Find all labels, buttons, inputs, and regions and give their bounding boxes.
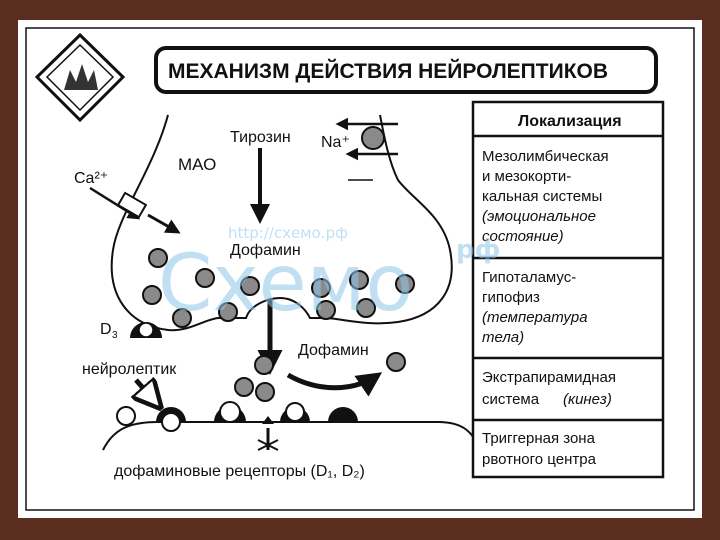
row2-line1: Гипоталамус- [482, 269, 576, 286]
presynaptic-terminal [110, 114, 453, 332]
row3-italic: (кинез) [563, 391, 612, 408]
dopamine-inner-label: Дофамин [230, 242, 301, 259]
row3-line2: система [482, 391, 540, 408]
row1-line3: кальная системы [482, 188, 602, 205]
row1-line1: Мезолимбическая [482, 148, 609, 165]
mao-label: МАО [178, 155, 216, 174]
sodium-channel [361, 126, 385, 150]
free-receptor [116, 406, 136, 426]
table-header: Локализация [518, 113, 622, 130]
page-title: МЕХАНИЗМ ДЕЙСТВИЯ НЕЙРОЛЕПТИКОВ [168, 59, 608, 83]
dopamine-cleft-label: Дофамин [298, 342, 369, 359]
diagram-canvas: МЕХАНИЗМ ДЕЙСТВИЯ НЕЙРОЛЕПТИКОВ [25, 27, 695, 511]
watermark-url: http://схемо.рф [228, 224, 348, 242]
d3-subscript: 3 [112, 330, 118, 341]
row3-line1: Экстрапирамидная [482, 369, 616, 386]
d3-label: D [100, 321, 112, 338]
receptor-group [156, 401, 358, 432]
watermark-suffix: рф [456, 235, 500, 265]
localization-table [471, 100, 665, 479]
neuroleptic-label: нейролептик [82, 361, 177, 378]
row2-italic2: тела) [482, 329, 524, 346]
neuroleptic-arrow [136, 380, 158, 405]
postsynaptic-membrane [102, 421, 481, 451]
sodium-label: Na⁺ [321, 134, 350, 151]
slide: МЕХАНИЗМ ДЕЙСТВИЯ НЕЙРОЛЕПТИКОВ [18, 20, 702, 518]
row1-italic2: состояние) [482, 228, 564, 245]
row1-line2: и мезокорти- [482, 168, 571, 185]
title-box [154, 46, 658, 94]
row4-line2: рвотного центра [482, 451, 597, 468]
calcium-channel [116, 191, 148, 219]
row2-line2: гипофиз [482, 289, 540, 306]
logo-icon [34, 32, 126, 123]
vesicle-group [142, 248, 415, 402]
calcium-label: Ca²⁺ [74, 170, 108, 187]
row2-italic1: (температура [482, 309, 588, 326]
row4-line1: Триггерная зона [482, 430, 596, 447]
row1-italic1: (эмоциональное [482, 208, 596, 225]
slide-border [25, 27, 695, 511]
tyrosine-label: Тирозин [230, 129, 291, 146]
receptors-label: дофаминовые рецепторы (D₁, D₂) [114, 463, 365, 480]
reuptake-arrow [286, 372, 383, 397]
watermark-brand: Схемо [158, 239, 413, 329]
watermark: http://схемо.рф Схемо рф [158, 224, 500, 329]
